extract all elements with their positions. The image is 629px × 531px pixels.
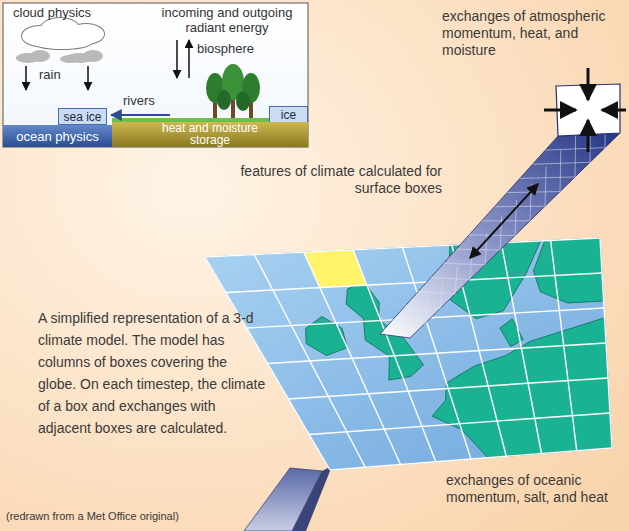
process-label: incoming and outgoing radiant energy [149, 5, 305, 35]
rain-arrow [87, 66, 89, 90]
trees [206, 64, 260, 119]
storage-band: heat and moisture storage [112, 122, 308, 147]
column-box-edge [456, 217, 501, 251]
surface-box [304, 250, 367, 288]
ocean-band: ocean physics [3, 125, 112, 147]
inset-frame [3, 3, 308, 147]
atmosphere-column [380, 68, 626, 338]
column-box-edge [520, 134, 576, 179]
rain-clouds [16, 50, 103, 63]
column-box-edge [444, 233, 487, 265]
grid-line [268, 343, 607, 364]
grid-line [330, 448, 612, 470]
description-note: A simplified representation of a 3-d cli… [38, 307, 266, 439]
ocean-callout: exchanges of oceanic momentum, salt, and… [446, 472, 624, 506]
rivers-arrow [111, 114, 170, 116]
grid-line [205, 238, 600, 257]
column-box-edge [482, 183, 532, 220]
column-box-edge [405, 283, 442, 309]
incoming-energy-arrow [176, 40, 178, 78]
land [533, 238, 603, 303]
column-box-edge [494, 167, 546, 207]
column-box-edge [393, 299, 428, 323]
grid-line [288, 378, 608, 399]
column-box-edge [469, 200, 517, 236]
process-label: biosphere [197, 41, 254, 56]
band-label: ice [281, 108, 296, 122]
process-label: rivers [123, 93, 155, 108]
surface-callout: features of climate calculated for surfa… [228, 163, 442, 197]
source-note: (redrawn from a Met Office original) [6, 509, 266, 523]
column-box-edge [418, 266, 457, 294]
ocean-column [244, 466, 332, 531]
column-box-edge [431, 250, 472, 280]
process-label: rain [39, 67, 61, 82]
band-label: ocean physics [16, 129, 98, 144]
band-label: heat and moisture storage [154, 123, 266, 146]
sea [205, 238, 612, 470]
sea-ice-box: sea ice [58, 108, 107, 125]
big-cloud [22, 18, 104, 49]
process-label: cloud physics [13, 5, 91, 20]
europe-map [205, 238, 612, 470]
inset-panel: cloud physics incoming and outgoing radia… [3, 3, 308, 147]
band-label: sea ice [63, 110, 101, 124]
column-callout: exchanges of atmospheric momentum, heat,… [442, 8, 624, 59]
grid-line [309, 413, 610, 435]
column-box-edge [507, 150, 561, 192]
rain-arrow [25, 66, 27, 90]
grid-line [226, 273, 602, 293]
outgoing-energy-arrow [188, 40, 190, 78]
ice-box: ice [269, 106, 308, 123]
